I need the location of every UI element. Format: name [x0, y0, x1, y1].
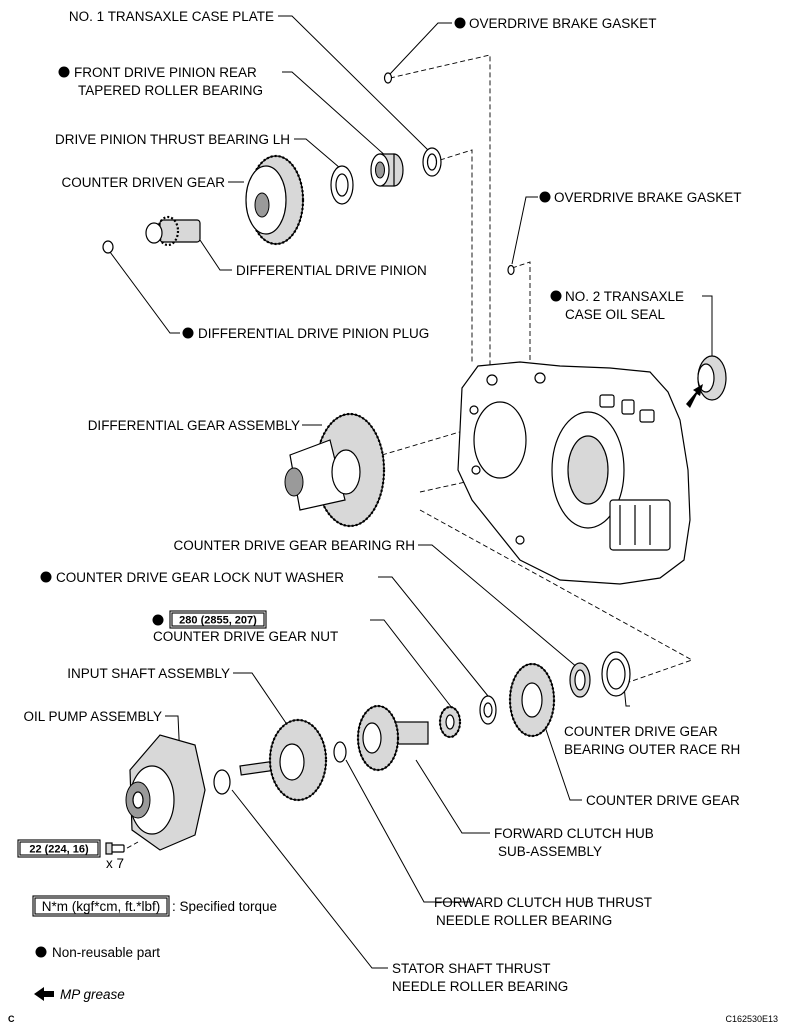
label-overdrive-gasket-2: OVERDRIVE BRAKE GASKET	[554, 190, 742, 205]
label-fwd-thrust-2: NEEDLE ROLLER BEARING	[436, 913, 612, 928]
label-outer-race-1: COUNTER DRIVE GEAR	[564, 724, 718, 739]
transaxle-case-housing	[457, 361, 691, 585]
dot-icon	[152, 614, 164, 626]
tapered-roller-bearing-part	[370, 153, 404, 187]
label-bolt-count: x 7	[106, 856, 124, 871]
label-outer-race-2: BEARING OUTER RACE RH	[564, 742, 740, 757]
parts	[102, 72, 727, 855]
leader-lines	[109, 15, 713, 969]
label-stator-1: STATOR SHAFT THRUST	[392, 961, 551, 976]
svg-text:22 (224, 16): 22 (224, 16)	[29, 844, 89, 856]
oil-pump-part	[125, 734, 206, 851]
label-oil-seal-1: NO. 2 TRANSAXLE	[565, 289, 684, 304]
dot-icon	[550, 290, 562, 302]
label-counter-drive-nut: COUNTER DRIVE GEAR NUT	[153, 629, 338, 644]
counter-drive-gear-part	[508, 662, 556, 738]
label-pinion-thrust-bearing: DRIVE PINION THRUST BEARING LH	[55, 132, 290, 147]
label-diff-gear-assembly: DIFFERENTIAL GEAR ASSEMBLY	[88, 418, 300, 433]
label-overdrive-gasket-1: OVERDRIVE BRAKE GASKET	[469, 16, 657, 31]
counter-drive-nut-part	[438, 705, 462, 739]
legend-torque-box	[32, 895, 170, 917]
label-diff-pinion-plug: DIFFERENTIAL DRIVE PINION PLUG	[198, 326, 429, 341]
overdrive-gasket-1-part	[383, 72, 393, 84]
label-fwd-hub-2: SUB-ASSEMBLY	[498, 844, 602, 859]
legend-torque-text: : Specified torque	[172, 899, 277, 914]
torque-box-pump: 22 (224, 16)	[17, 839, 101, 858]
pump-bolt-part	[105, 842, 125, 855]
label-counter-drive-gear: COUNTER DRIVE GEAR	[586, 793, 740, 808]
forward-clutch-hub-part	[356, 704, 429, 772]
differential-drive-pinion-part	[145, 215, 201, 247]
label-diff-drive-pinion: DIFFERENTIAL DRIVE PINION	[236, 263, 427, 278]
label-fwd-thrust-1: FORWARD CLUTCH HUB THRUST	[434, 895, 652, 910]
label-stator-2: NEEDLE ROLLER BEARING	[392, 979, 568, 994]
label-oil-pump: OIL PUMP ASSEMBLY	[23, 709, 162, 724]
label-input-shaft: INPUT SHAFT ASSEMBLY	[67, 666, 230, 681]
dot-icon	[539, 191, 551, 203]
label-fwd-hub-1: FORWARD CLUTCH HUB	[494, 826, 654, 841]
label-counter-bearing-rh: COUNTER DRIVE GEAR BEARING RH	[173, 538, 415, 553]
legend-grease-arrow-icon	[34, 987, 54, 1001]
part-labels: NO. 1 TRANSAXLE CASE PLATE OVERDRIVE BRA…	[23, 9, 741, 994]
dot-icon	[454, 17, 466, 29]
fwd-thrust-bearing-part	[333, 741, 347, 763]
svg-text:280 (2855, 207): 280 (2855, 207)	[179, 615, 257, 627]
footer-letter: C	[8, 1014, 15, 1024]
counter-driven-gear-part	[245, 154, 305, 246]
label-front-pinion-bearing-2: TAPERED ROLLER BEARING	[78, 83, 263, 98]
label-counter-driven-gear: COUNTER DRIVEN GEAR	[61, 175, 225, 190]
legend: N*m (kgf*cm, ft.*lbf) : Specified torque…	[32, 895, 277, 1002]
label-case-plate: NO. 1 TRANSAXLE CASE PLATE	[69, 9, 274, 24]
dot-icon	[58, 66, 70, 78]
non-reusable-markers	[40, 17, 562, 626]
legend-torque-units: N*m (kgf*cm, ft.*lbf)	[42, 899, 161, 914]
overdrive-gasket-2-part	[507, 264, 515, 276]
label-oil-seal-2: CASE OIL SEAL	[565, 307, 666, 322]
label-lock-nut-washer: COUNTER DRIVE GEAR LOCK NUT WASHER	[56, 570, 344, 585]
label-front-pinion-bearing-1: FRONT DRIVE PINION REAR	[74, 65, 257, 80]
differential-pinion-plug-part	[102, 240, 114, 254]
legend-dot-icon	[35, 946, 47, 958]
differential-gear-assembly-part	[284, 412, 386, 528]
stator-thrust-bearing-part	[213, 769, 231, 795]
torque-box-nut: 280 (2855, 207)	[169, 610, 267, 629]
legend-grease: MP grease	[60, 987, 125, 1002]
legend-nonreusable: Non-reusable part	[52, 945, 160, 960]
dot-icon	[40, 571, 52, 583]
input-shaft-part	[239, 718, 328, 802]
dot-icon	[182, 327, 194, 339]
footer-code: C162530E13	[725, 1014, 778, 1024]
oil-seal-part	[697, 355, 727, 401]
grease-arrow-icon	[686, 384, 703, 408]
